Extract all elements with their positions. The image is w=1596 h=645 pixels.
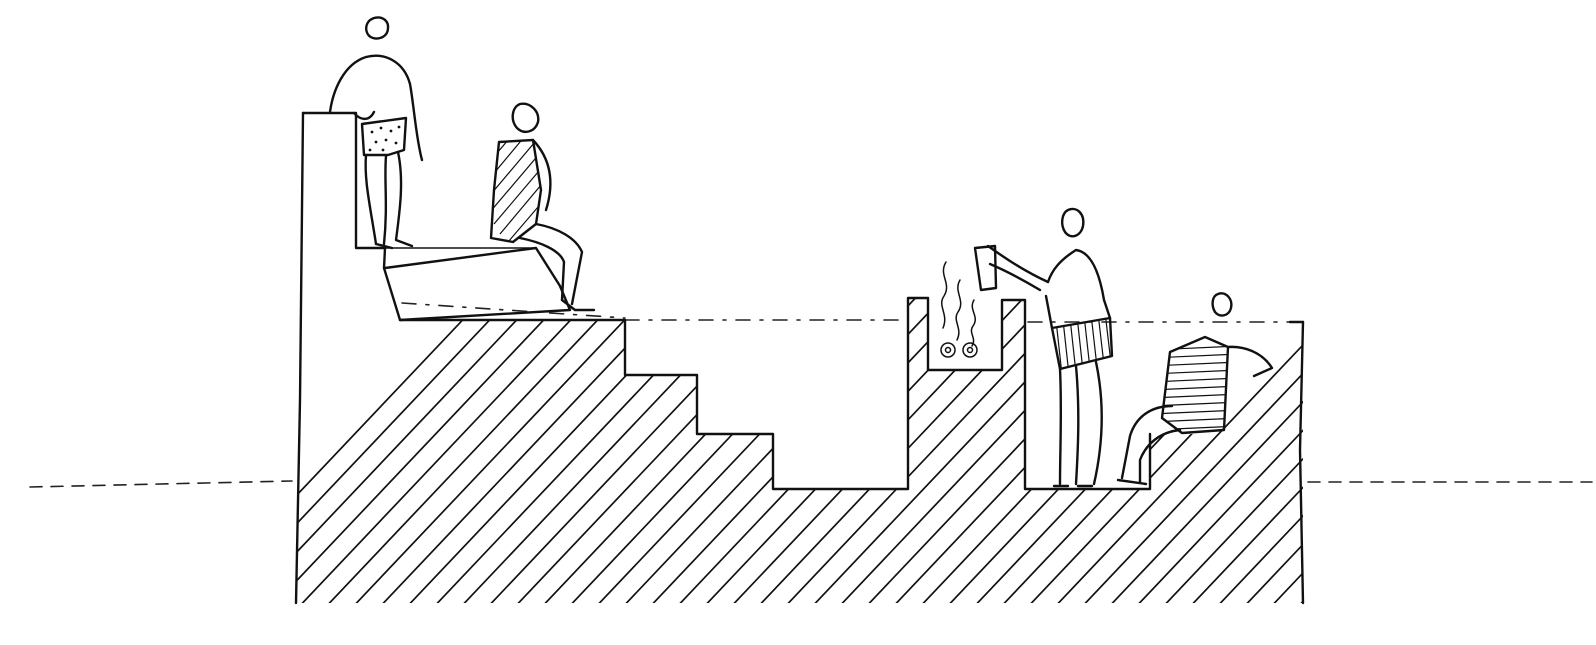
steam-wisps [942,262,976,346]
hatch-line [393,80,933,645]
hatch-line [474,80,1014,645]
hatch-line [204,80,744,645]
hatch-line [1392,80,1596,645]
hatch-line [177,80,717,645]
hatch-line [366,80,906,645]
hatch-line [1446,80,1596,645]
hatch-line [1041,80,1581,645]
hatch-line [1068,80,1596,645]
hatch-line [150,80,690,645]
hatch-line [1419,80,1596,645]
hatch-line [663,80,1203,645]
sauna-stove [941,343,977,357]
seated-bather [474,104,594,310]
hatched-ground-mass [150,80,1596,645]
hatch-line [258,80,798,645]
hatch-line [1122,80,1596,645]
hatch-line [744,80,1284,645]
hatch-line [582,80,1122,645]
hatch-line [1338,80,1596,645]
hatch-line [717,80,1257,645]
hatch-line [501,80,1041,645]
hatch-line [906,80,1446,645]
hatch-line [1365,80,1596,645]
hatch-line [879,80,1419,645]
bather-with-bucket [975,209,1112,486]
hatch-line [555,80,1095,645]
hatch-line [1311,80,1596,645]
hatch-line [312,80,852,645]
hatch-line [960,80,1500,645]
hatch-line [1230,80,1596,645]
hatch-line [1257,80,1596,645]
ground-level-line [30,481,1592,487]
hatch-line [771,80,1311,645]
hatch-line [339,80,879,645]
hatch-line [690,80,1230,645]
hatch-line [447,80,987,645]
hatch-line [933,80,1473,645]
hatch-line [1473,80,1596,645]
hatch-line [1284,80,1596,645]
hatch-line [1095,80,1596,645]
hatch-line [852,80,1392,645]
standing-bather [330,17,422,248]
hatch-line [1176,80,1596,645]
hatch-line [528,80,1068,645]
